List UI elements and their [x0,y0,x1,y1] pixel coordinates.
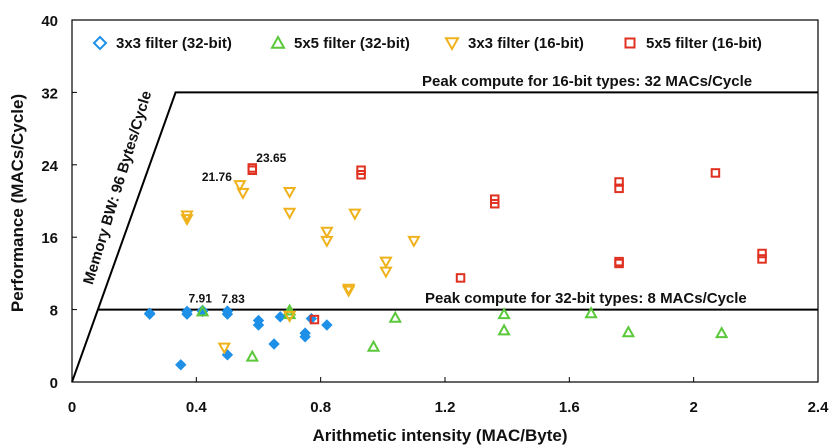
data-point-series-3 [379,256,393,269]
data-point-series-4 [247,163,258,173]
x-tick-label: 1.6 [559,399,580,416]
data-point-series-3 [180,214,194,227]
data-point-series-2 [282,307,297,320]
data-point-series-1 [221,305,234,317]
data-point-series-4 [356,170,366,180]
data-point-series-4 [614,258,624,269]
axes-layer: 0 0.4 0.8 1.2 1.6 2 2.4 0 8 16 24 32 40 [41,13,829,416]
data-point-series-1 [175,359,187,371]
x-tick-label: 2 [689,399,697,416]
data-point-series-4 [614,183,624,194]
data-point-series-3 [407,235,421,248]
data-point-series-3 [236,187,250,200]
data-point-series-4 [489,198,500,209]
x-axis-title: Arithmetic intensity (MAC/Byte) [312,426,567,445]
data-point-series-4 [710,168,721,178]
x-tick-label: 1.2 [435,399,456,416]
points-layer [144,163,767,371]
legend-label: 3x3 filter (32-bit) [116,35,232,52]
data-point-series-2 [497,323,511,336]
x-tick-label: 0 [68,399,76,416]
legend-marker [270,34,286,49]
data-point-series-2 [245,349,259,362]
roofline-layer [71,91,818,383]
legend-marker [444,37,460,52]
data-point-series-1 [299,327,311,339]
data-label: 21.76 [202,170,232,184]
y-tick-label: 0 [50,375,58,392]
data-point-series-3 [282,186,297,200]
data-point-series-2 [621,325,636,338]
data-point-series-1 [321,319,333,331]
data-point-series-2 [714,326,729,339]
y-tick-label: 40 [41,13,58,30]
data-point-series-4 [614,177,624,187]
data-point-series-4 [247,165,258,175]
data-point-series-1 [274,311,286,323]
data-point-series-3 [320,226,334,239]
data-point-series-3 [320,235,334,248]
data-point-series-3 [379,266,393,279]
peak-16bit-annotation: Peak compute for 16-bit types: 32 MACs/C… [422,73,752,90]
data-point-series-1 [252,314,265,327]
data-point-series-3 [348,208,362,221]
data-point-series-2 [195,304,210,317]
legend-label: 5x5 filter (16-bit) [646,35,762,52]
x-tick-label: 0.4 [186,399,208,416]
data-point-series-2 [366,339,381,352]
data-label: 23.65 [256,151,286,165]
data-point-series-2 [282,303,297,316]
data-point-series-2 [388,310,402,323]
data-point-series-3 [282,310,297,323]
legend-label: 3x3 filter (16-bit) [468,35,584,52]
data-label: 7.91 [189,291,213,305]
data-point-series-4 [757,248,767,259]
data-point-series-4 [309,314,320,325]
roofline-16bit [71,91,818,383]
labels-layer: 23.65 21.76 7.91 7.83 [189,151,287,306]
y-tick-label: 32 [41,85,58,102]
legend: 3x3 filter (32-bit) 5x5 filter (32-bit) 3x… [92,34,762,52]
data-point-series-3 [282,207,297,220]
y-tick-label: 24 [41,158,58,175]
y-axis-title: Performance (MACs/Cycle) [8,94,27,312]
data-point-series-2 [584,306,598,319]
data-point-series-2 [497,307,511,320]
x-tick-label: 0.8 [310,399,331,416]
y-tick-label: 8 [50,303,58,320]
data-point-series-1 [144,307,156,319]
data-label: 7.83 [221,292,245,306]
data-point-series-3 [217,342,232,355]
data-point-series-4 [757,254,767,264]
data-point-series-4 [455,273,466,283]
legend-marker [92,35,108,51]
data-point-series-3 [233,180,247,193]
x-tick-label: 2.4 [808,399,830,416]
peak-32bit-annotation: Peak compute for 32-bit types: 8 MACs/Cy… [425,290,747,307]
data-point-series-1 [181,305,193,318]
legend-marker [624,37,636,49]
legend-label: 5x5 filter (32-bit) [294,35,410,52]
y-tick-label: 16 [41,230,58,247]
data-point-series-3 [341,285,356,298]
data-point-series-1 [268,338,280,350]
